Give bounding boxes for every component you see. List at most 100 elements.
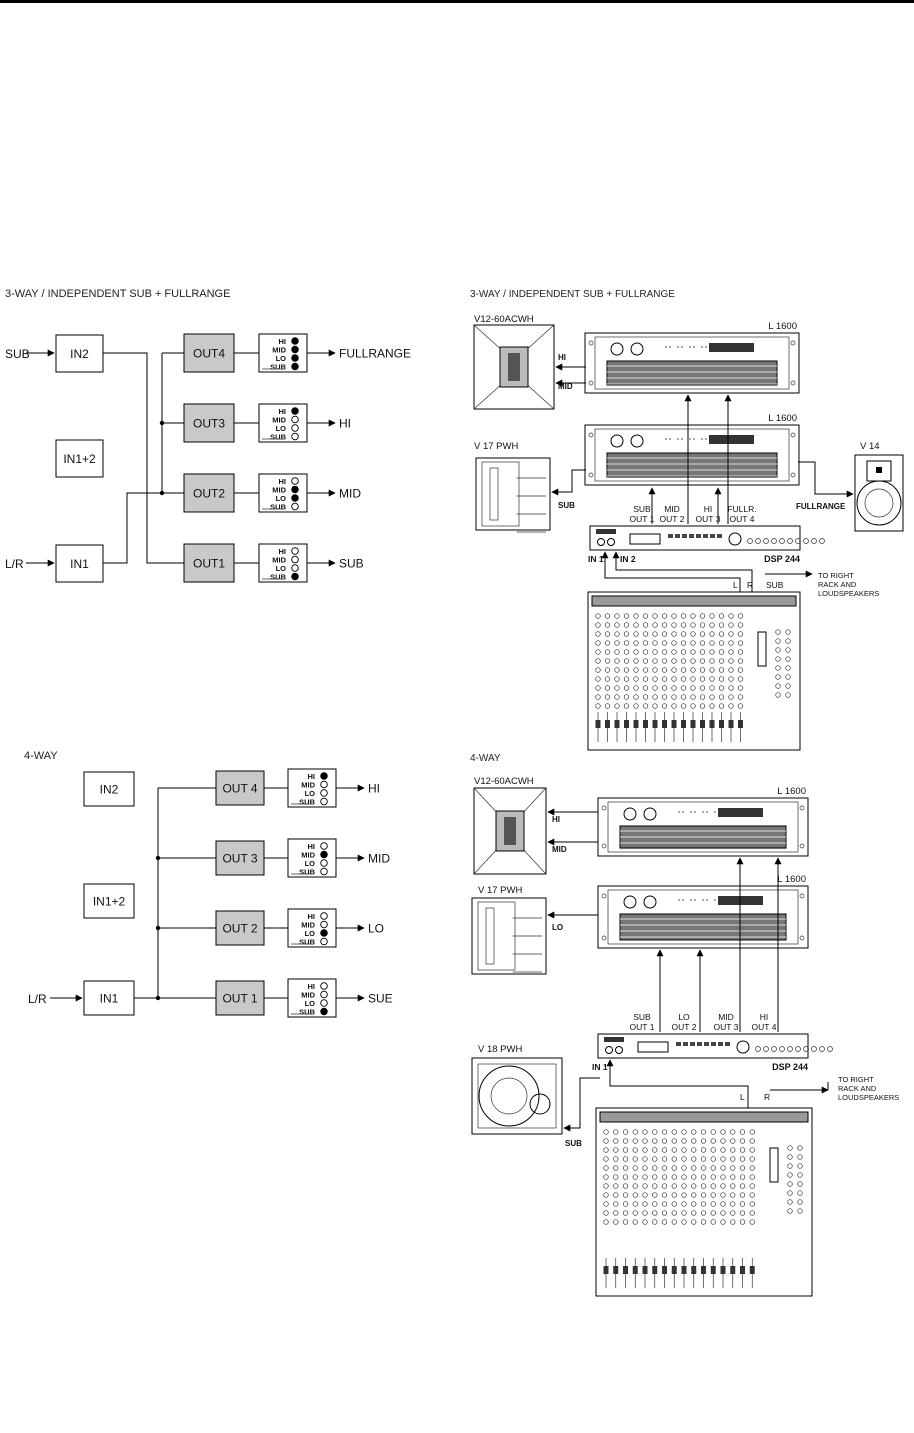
- mixer2-knob: [710, 1210, 716, 1216]
- mixer1-knob: [595, 667, 601, 673]
- mixer2-knob: [661, 1183, 668, 1189]
- mixer2-knob: [632, 1174, 638, 1180]
- band-led-lo-on: [320, 929, 328, 937]
- mixer2-knob: [632, 1201, 638, 1207]
- mixer2-fader-cap: [613, 1266, 619, 1274]
- mixer1-master-meter: [757, 631, 767, 667]
- mixer2-knob: [710, 1138, 716, 1144]
- mixer1-knob: [680, 622, 687, 628]
- mixer1-knob: [671, 640, 677, 646]
- mixer2-knob: [739, 1129, 746, 1135]
- mixer2-knob: [671, 1138, 677, 1144]
- diagram1-title: 3-WAY / INDEPENDENT SUB + FULLRANGE: [5, 288, 231, 300]
- wire-fullrange: [798, 461, 854, 498]
- mixer2-knob: [700, 1201, 707, 1207]
- dsp1-led: [755, 538, 761, 544]
- mixer1-fader-cap: [595, 720, 601, 728]
- mixer2-knob: [749, 1156, 755, 1162]
- mixer1-knob: [737, 658, 744, 664]
- cab-v18-woofer: [478, 1065, 540, 1127]
- amp-mid-screw: [601, 935, 607, 941]
- dsp2-led: [755, 1046, 761, 1052]
- out-block-1-label: OUT 1: [222, 992, 257, 1006]
- mixer1-fader-cap: [643, 720, 648, 728]
- band-led-hi-on: [320, 772, 328, 780]
- mixer2-knob: [700, 1147, 707, 1153]
- cab-bot-label: V 18 PWH: [478, 1044, 522, 1055]
- amp-top-knob-right: [643, 807, 657, 821]
- mixer1-knob: [690, 631, 696, 637]
- band-label-sub: SUB: [299, 798, 315, 807]
- mixer1-knob: [737, 676, 744, 682]
- dsp2-button: [704, 1042, 709, 1046]
- dsp2-led: [819, 1046, 825, 1052]
- mixer1-knob: [661, 676, 668, 682]
- dsp1-logo: [596, 529, 616, 534]
- mixer2-knob: [642, 1183, 648, 1189]
- band-label-sub: SUB: [270, 573, 286, 582]
- mixer1-knob: [709, 613, 715, 619]
- dsp2-button: [690, 1042, 695, 1046]
- mixer2-knob: [661, 1138, 668, 1144]
- mixer1-knob: [671, 658, 677, 664]
- label-hi: HI: [558, 353, 566, 362]
- mixer1-knob: [728, 640, 734, 646]
- dsp2-led: [803, 1046, 809, 1052]
- band-led-sub-off: [320, 797, 328, 806]
- mixer1-knob: [737, 640, 744, 646]
- mixer2-knob: [681, 1210, 687, 1216]
- mixer2-knob: [613, 1210, 619, 1216]
- mixer1-knob: [709, 658, 715, 664]
- label-hi: HI: [552, 815, 560, 824]
- mixer1-knob: [633, 649, 639, 655]
- mixer1-knob: [623, 649, 630, 655]
- mixer2-knob: [652, 1156, 658, 1162]
- mixer1-knob: [661, 694, 668, 700]
- mixer2-knob: [652, 1201, 658, 1207]
- band-label-lo: LO: [305, 859, 316, 868]
- mixer2-knob: [632, 1192, 638, 1198]
- mixer1-knob: [633, 703, 639, 709]
- mixer2-knob: [700, 1138, 707, 1144]
- mixer1-master-knob: [775, 647, 781, 653]
- mixer2-knob: [749, 1138, 755, 1144]
- amp-mid-front: [607, 889, 799, 945]
- cab-v14-box: [854, 454, 904, 532]
- dsp1-led: [803, 538, 809, 544]
- indicator-panel-b3: [287, 978, 337, 1018]
- dsp1-led: [819, 538, 825, 544]
- mixer2-knob: [652, 1183, 658, 1189]
- amp-top-grille: [606, 360, 778, 386]
- mixer2-jack-panel: [599, 1111, 809, 1123]
- dest-label-hi: HI: [368, 782, 380, 796]
- mixer1-knob: [614, 658, 620, 664]
- mixer1-knob: [652, 613, 658, 619]
- cab-mid-label: V 17 PWH: [478, 885, 522, 896]
- mixer1-knob: [661, 685, 668, 691]
- mixer2-knob: [739, 1147, 746, 1153]
- mixer1-knob: [623, 676, 630, 682]
- dsp-out-type-1: LO: [678, 1012, 690, 1022]
- mixer1-knob: [737, 703, 744, 709]
- wire-mixer-r: [612, 551, 753, 592]
- amp-top-screw: [601, 843, 607, 849]
- dsp2-button: [697, 1042, 702, 1046]
- mixer2-knob: [681, 1147, 687, 1153]
- mixer1-knob: [709, 667, 715, 673]
- mixer2-fader-cap: [740, 1266, 745, 1274]
- amp-mid-screw: [799, 935, 805, 941]
- mixer1-knob: [623, 613, 630, 619]
- mixer2-fader-cap: [632, 1266, 638, 1274]
- dsp2-led: [787, 1046, 793, 1052]
- setup2-title: 4-WAY: [470, 753, 501, 764]
- dest-label-hi: HI: [339, 417, 351, 431]
- mixer1-fader-cap: [624, 720, 629, 728]
- mixer2-knob: [691, 1165, 697, 1171]
- mixer2-knob: [681, 1183, 687, 1189]
- mixer2-knob: [642, 1219, 648, 1225]
- mixer1-fader-cap: [662, 720, 667, 728]
- mixer1-knob: [642, 667, 649, 673]
- label-lo: LO: [552, 923, 563, 932]
- mixer2-master-knob: [787, 1190, 793, 1196]
- mixer1-knob: [652, 622, 658, 628]
